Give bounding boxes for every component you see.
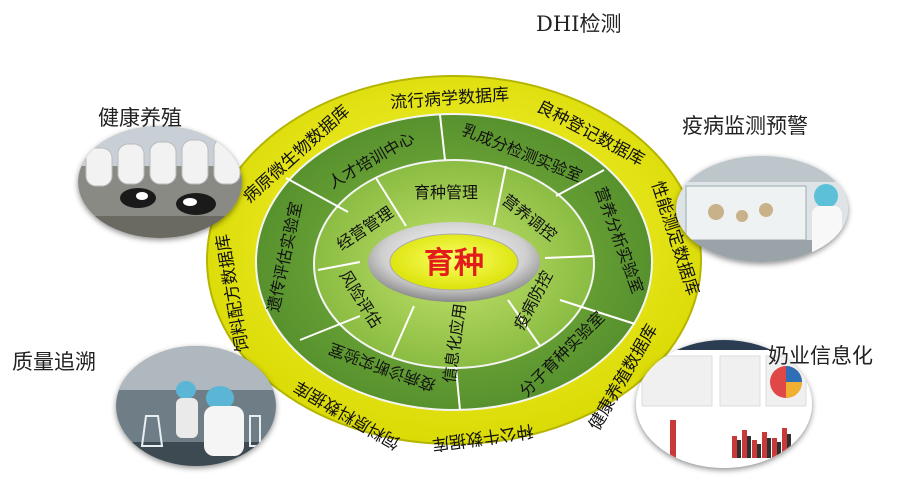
disease-monitoring-label: 疫病监测预警 [682,114,808,138]
inner-label-breeding-mgmt: 育种管理 [414,183,478,202]
middle-ring-dividers [285,114,636,411]
dairy-informatization-label: 奶业信息化 [768,344,873,368]
dhi-label: DHI检测 [536,12,622,36]
healthy-farming-photo [78,126,242,238]
center-label: 育种 [424,246,484,281]
inner-ring-dividers [317,165,595,357]
healthy-farming-label: 健康养殖 [98,106,182,130]
quality-trace-label: 质量追溯 [12,350,96,374]
quality-trace-photo [116,346,276,466]
dairy-informatization-photo [636,340,812,468]
center-core [389,233,519,291]
disease-monitoring-photo [676,156,848,262]
